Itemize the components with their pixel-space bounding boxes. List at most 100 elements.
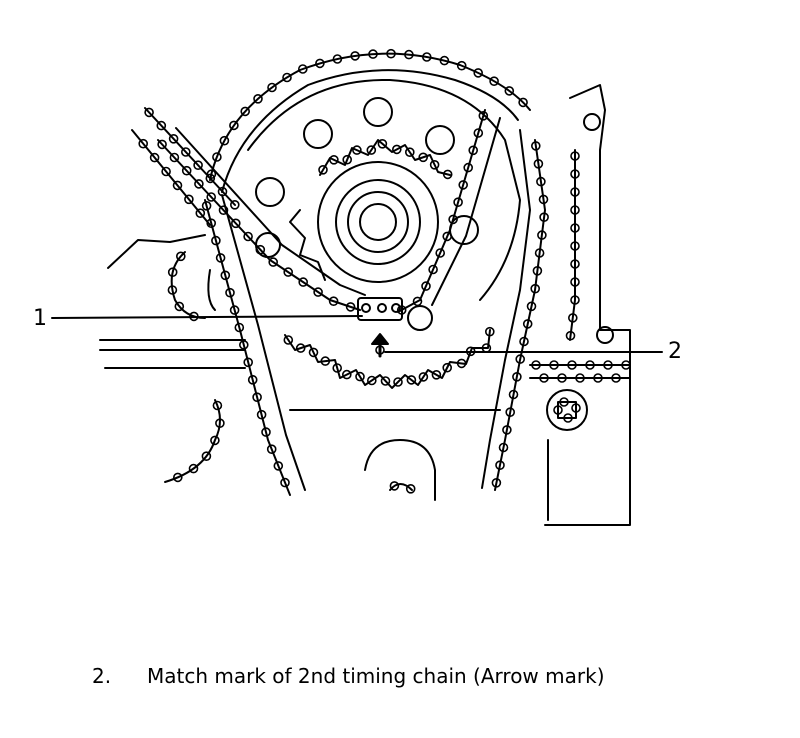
- chain-link-pin: [332, 363, 343, 373]
- chain-link-pin: [220, 270, 231, 281]
- chain-link-pin: [210, 435, 220, 446]
- chain-link-pin: [442, 231, 453, 242]
- chain-link-pin: [366, 375, 377, 386]
- chain-link-pin: [215, 418, 225, 429]
- chain-link-pin: [167, 285, 178, 295]
- chain-link-pin: [320, 356, 331, 366]
- chain-link-pin: [157, 139, 167, 150]
- chain-link-pin: [329, 155, 339, 165]
- chain-link-pin: [538, 194, 549, 205]
- chain-link-pin: [181, 147, 191, 157]
- chain-link-pin: [217, 186, 228, 197]
- chain-link-pin: [194, 179, 204, 189]
- chain-link-pin: [219, 135, 230, 146]
- caption-number: 2.: [92, 664, 112, 688]
- chain-link-pin: [273, 461, 284, 471]
- chain-link-pin: [570, 205, 580, 215]
- chain-link-pin: [298, 277, 309, 287]
- figure-caption: 2.Match mark of 2nd timing chain (Arrow …: [92, 664, 605, 688]
- chain-link-pin: [211, 235, 221, 246]
- chain-link-pin: [156, 120, 167, 131]
- chain-link-pin: [243, 357, 253, 368]
- chain-link-pin: [215, 253, 226, 263]
- chain-link-pin: [341, 369, 352, 380]
- chain-link-pin: [621, 360, 631, 370]
- chain-link-pin: [567, 313, 578, 323]
- chain-link-pin: [575, 373, 585, 383]
- chain-link-pin: [318, 165, 328, 175]
- chain-link-pin: [518, 97, 528, 108]
- chain-link-pin: [247, 374, 258, 385]
- callout-label-2: 2: [668, 339, 682, 364]
- chain-link-pin: [508, 389, 519, 400]
- chain-link-pin: [225, 287, 235, 298]
- chain-link-pin: [453, 197, 463, 207]
- chain-link-pin: [161, 166, 171, 177]
- chain-link-pin: [531, 360, 541, 370]
- chain-link-pin: [553, 405, 563, 415]
- chain-link-pin: [502, 425, 512, 435]
- chain-link-pin: [611, 373, 621, 383]
- chain-link-pin: [603, 360, 613, 370]
- chain-link-pin: [201, 451, 212, 462]
- chain-link-pin: [352, 145, 362, 155]
- chain-link-pin: [559, 397, 569, 407]
- chain-link-pin: [188, 463, 199, 474]
- chain-link-pin: [229, 305, 240, 315]
- chain-link-pin: [267, 82, 277, 93]
- chain-link-pin: [526, 301, 537, 312]
- chain-link-pin: [512, 371, 522, 382]
- chain-link-pin: [380, 376, 391, 386]
- chain-link-pin: [342, 154, 353, 165]
- chain-link-pin: [266, 444, 277, 455]
- chain-link-pin: [230, 200, 240, 210]
- chain-link-pin: [563, 413, 573, 423]
- chain-link-pin: [456, 358, 467, 369]
- chain-link-pin: [522, 319, 533, 329]
- chain-link-pin: [173, 472, 183, 483]
- chain-link-pin: [429, 160, 440, 170]
- chain-link-pin: [206, 169, 217, 179]
- chain-link-pin: [206, 218, 216, 228]
- chain-link-pin: [313, 287, 323, 297]
- chain-link-pin: [231, 218, 241, 229]
- chain-link-pin: [404, 147, 415, 157]
- chain-link-pin: [515, 354, 526, 364]
- chain-link-pin: [570, 241, 580, 251]
- chain-link-pin: [532, 265, 543, 276]
- chain-link-pin: [504, 86, 515, 96]
- chain-link-pin: [418, 372, 429, 382]
- chain-link-pin: [391, 144, 402, 155]
- timing-chain-right-strand: [397, 109, 546, 491]
- chain-links: [138, 48, 631, 494]
- chain-link-pin: [491, 477, 502, 488]
- chain-link-pin: [377, 139, 388, 149]
- chain-link-pin: [168, 134, 179, 144]
- timing-chain-left-strand: [157, 127, 366, 496]
- chain-link-pin: [442, 362, 453, 373]
- chain-link-pin: [345, 302, 356, 312]
- chain-link-pin: [412, 296, 423, 307]
- chain-link-pin: [593, 373, 603, 383]
- chain-link-pin: [366, 145, 377, 155]
- chain-link-pin: [435, 248, 446, 258]
- chain-link-pin: [536, 176, 546, 187]
- chain-link-pin: [570, 295, 580, 305]
- chain-link-pin: [456, 60, 467, 71]
- chain-link-pin: [567, 360, 577, 370]
- chain-link-pin: [261, 427, 271, 437]
- chain-link-pin: [172, 180, 183, 191]
- chain-link-pin: [212, 400, 223, 411]
- chain-link-pin: [484, 326, 495, 337]
- chain-link-pin: [534, 248, 545, 258]
- chain-link-pin: [557, 373, 567, 383]
- chain-link-pin: [421, 52, 432, 62]
- chain-link-pin: [218, 205, 229, 215]
- chain-link-pin: [458, 180, 469, 190]
- chain-link-pin: [229, 120, 239, 131]
- chain-link-pin: [138, 138, 148, 149]
- chain-link-pin: [315, 58, 325, 69]
- chain-link-pin: [428, 264, 438, 275]
- chain-link-pin: [539, 373, 549, 383]
